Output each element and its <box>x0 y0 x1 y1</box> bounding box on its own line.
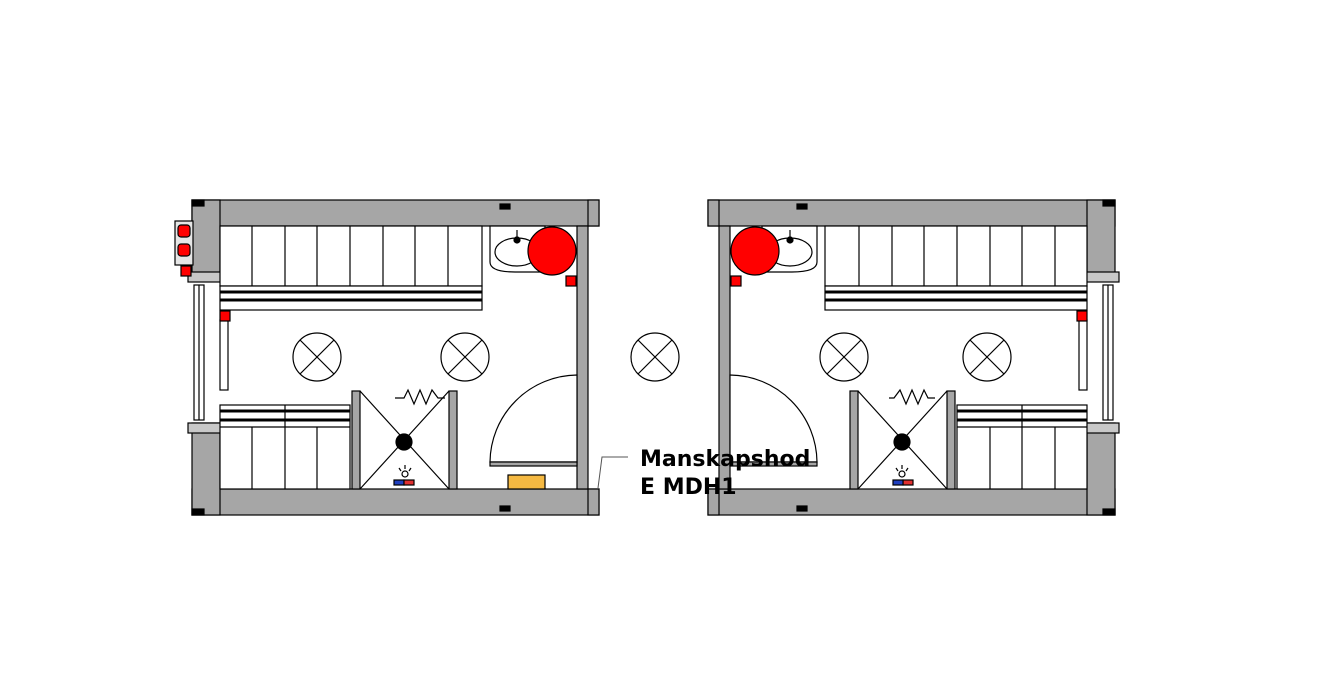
left-red-fixture <box>527 226 577 276</box>
right-module <box>707 199 1120 516</box>
ceiling-light-icon <box>440 332 490 382</box>
left-red-unit-5 <box>565 275 577 287</box>
left-heater <box>507 474 546 490</box>
left-red-unit-1 <box>177 224 191 238</box>
right-red-fixture <box>730 226 780 276</box>
ceiling-light-icon <box>819 332 869 382</box>
right-lower-lockers <box>956 404 1088 490</box>
ceiling-light-icon <box>630 332 680 382</box>
left-red-unit-2 <box>177 243 191 257</box>
left-lower-lockers <box>219 404 351 490</box>
left-wall-left-upper <box>191 199 221 281</box>
right-wall-top <box>707 199 1116 227</box>
left-module <box>174 199 600 516</box>
heater-coil-icon <box>889 388 935 406</box>
left-wall-partition <box>576 225 589 490</box>
ceiling-light-icon <box>292 332 342 382</box>
right-upper-lockers <box>824 225 1088 311</box>
left-upper-lockers <box>219 225 483 311</box>
right-red-unit-2 <box>730 275 742 287</box>
wash-basin-icon <box>761 225 818 273</box>
ceiling-light-icon <box>962 332 1012 382</box>
alarm-indicator <box>892 465 914 486</box>
left-red-unit-3 <box>180 265 192 277</box>
floor-drain-icon <box>395 433 413 451</box>
label-leader-line <box>597 456 628 489</box>
room-label-name: Manskapshod <box>640 447 810 472</box>
left-wall-top <box>191 199 600 227</box>
left-wall-end <box>587 199 600 227</box>
room-label-code: E MDH1 <box>640 475 737 500</box>
right-wall-bottom <box>707 488 1116 516</box>
heater-coil-icon <box>395 388 445 406</box>
door-swing-icon <box>489 374 578 467</box>
floor-drain-icon <box>893 433 911 451</box>
door-swing-icon <box>729 374 818 467</box>
left-wall-left-lower <box>191 422 221 516</box>
right-red-unit-1 <box>1076 310 1088 322</box>
right-shower <box>849 388 956 490</box>
left-red-unit-4 <box>219 310 231 322</box>
left-wall-bottom <box>191 488 600 516</box>
left-shower <box>351 388 458 490</box>
alarm-indicator <box>393 465 415 486</box>
